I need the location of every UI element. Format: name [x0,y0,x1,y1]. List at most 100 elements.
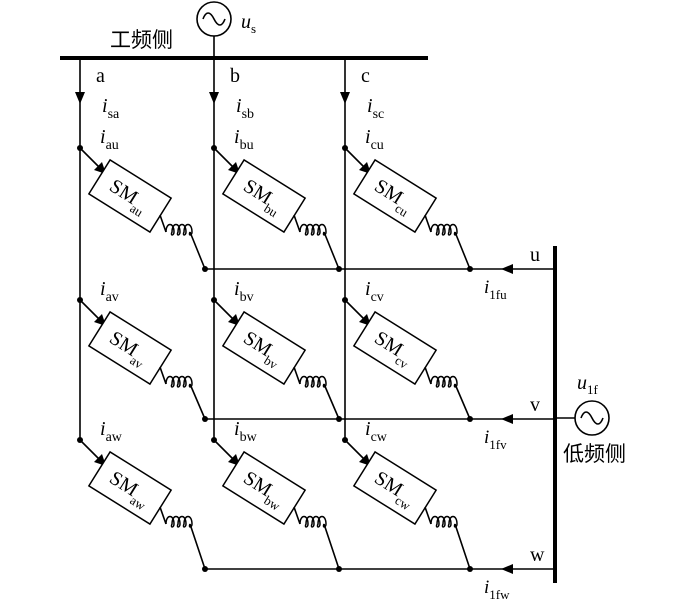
submodule-av: SMav [87,310,173,386]
bus-node-dot [467,416,473,422]
bus-node-dot [202,416,208,422]
arm-current-cu-label: icu [365,126,384,153]
arm-lead [213,439,235,461]
arm-current-bv-label: ibv [234,278,254,305]
module-lead [159,366,167,385]
arm-current-au-label: iau [100,126,119,153]
column-a: a isa [75,58,120,440]
bus-lead [189,383,206,420]
module-lead [293,366,301,385]
power-frequency-side-label: 工频侧 [110,28,173,52]
output-phase-u-label: u [530,244,540,266]
current-arrow-icon [75,92,85,104]
bus-lead [189,231,206,270]
arm-lead [344,299,366,321]
output-phase-rows: u i1fu v i1fv w i1fw [207,244,555,602]
inductor-icon [165,223,193,236]
row-w: w i1fw [207,544,555,602]
module-lead [293,506,301,525]
inductor-icon [299,515,327,528]
output-phase-v-label: v [530,394,540,416]
inductor-icon [299,375,327,388]
arm-lead [344,147,366,169]
inductor-icon [430,515,458,528]
bus-node-dot [467,266,473,272]
arm-lead [79,439,101,461]
column-b: b isb [209,58,254,440]
inductor-icon [299,223,327,236]
power-frequency-side: 工频侧 us [60,1,428,60]
module-lead [293,214,301,233]
bus-lead [323,383,340,420]
arm-current-bw-label: ibw [234,418,258,445]
module-lead [159,506,167,525]
module-lead [159,214,167,233]
bus-lead [454,523,471,570]
submodule-cu: SMcu [352,158,438,234]
submodule-bw: SMbw [221,450,307,526]
output-current-w-label: i1fw [484,577,510,602]
bus-node-dot [336,566,342,572]
bus-lead [454,231,471,270]
low-frequency-side: u1f 低频侧 [553,246,626,583]
module-lead [424,366,432,385]
output-phase-w-label: w [530,544,545,566]
module-lead [424,506,432,525]
inductor-icon [165,515,193,528]
inductor-icon [430,223,458,236]
arm-lead [79,147,101,169]
bus-node-dot [467,566,473,572]
bus-node-dot [336,416,342,422]
arm-lead [79,299,101,321]
bus-node-dot [202,566,208,572]
output-current-v-label: i1fv [484,427,507,452]
input-current-a-label: isa [102,95,120,122]
source-u1f-label: u1f [577,372,599,397]
low-frequency-side-label: 低频侧 [563,442,626,466]
phase-a-label: a [96,65,105,87]
phase-c-label: c [361,65,370,87]
ac-source-u1f-icon [574,400,610,436]
ac-source-us-icon [196,1,232,37]
source-us-label: us [241,11,256,36]
arm-current-cv-label: icv [365,278,384,305]
bus-node-dot [202,266,208,272]
output-current-u-label: i1fu [484,277,507,302]
submodule-bv: SMbv [221,310,307,386]
arm-lead [344,439,366,461]
output-current-arrow-icon [501,264,513,274]
inductor-icon [165,375,193,388]
row-v: v i1fv [207,394,555,452]
current-arrow-icon [209,92,219,104]
bus-lead [323,231,340,270]
current-arrow-icon [340,92,350,104]
arm-lead [213,299,235,321]
output-current-arrow-icon [501,564,513,574]
converter-arms: iauSMauibuSMbuicuSMcuiavSMavibvSMbvicvSM… [77,126,473,572]
bus-lead [323,523,340,570]
row-u: u i1fu [207,244,555,302]
arm-current-aw-label: iaw [100,418,123,445]
output-current-arrow-icon [501,414,513,424]
arm-current-av-label: iav [100,278,119,305]
input-current-b-label: isb [236,95,254,122]
module-lead [424,214,432,233]
submodule-au: SMau [87,158,173,234]
arm-current-bu-label: ibu [234,126,254,153]
phase-b-label: b [230,65,240,87]
inductor-icon [430,375,458,388]
arm-lead [213,147,235,169]
bus-lead [454,383,471,420]
bus-lead [189,523,206,570]
